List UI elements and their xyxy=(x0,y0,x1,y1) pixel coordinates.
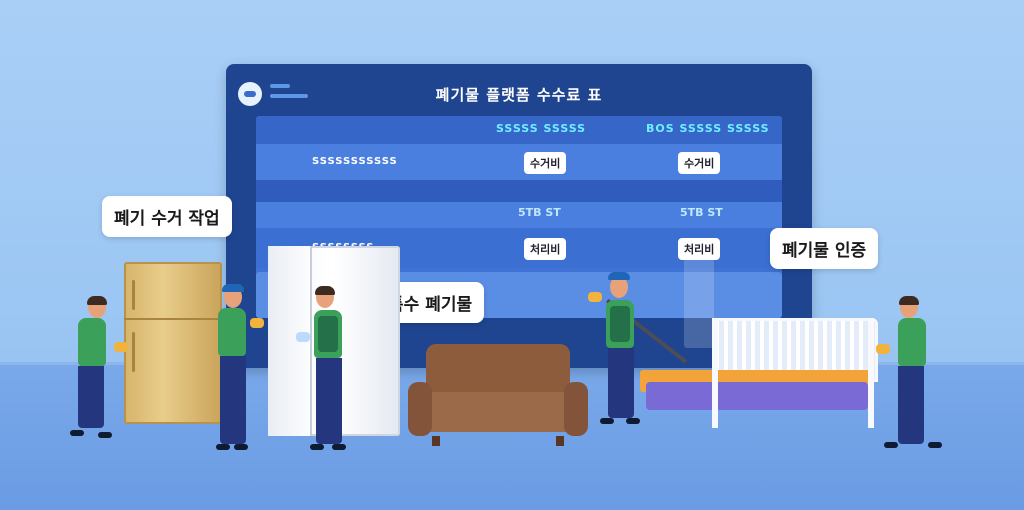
bed-frame xyxy=(640,318,878,428)
glass-panel xyxy=(684,258,714,348)
speech-bubble-certification: 폐기물 인증 xyxy=(770,228,879,269)
speech-bubble-collection: 폐기 수거 작업 xyxy=(102,196,232,237)
fee-chip[interactable]: 처리비 xyxy=(524,238,567,260)
table-header-cell: BOS SSSSS SSSSS xyxy=(646,122,770,135)
fee-value: 5TB ST xyxy=(518,206,561,219)
row-label: SSSSSSSSSSS xyxy=(312,156,398,167)
table-row xyxy=(256,180,782,202)
fee-value: 5TB ST xyxy=(680,206,723,219)
gold-refrigerator xyxy=(124,262,222,424)
app-logo-icon xyxy=(238,82,262,106)
fee-chip[interactable]: 수거비 xyxy=(524,152,567,174)
table-row[interactable]: SSSSSSSSSSS 수거비 수거비 xyxy=(256,144,782,180)
white-refrigerator xyxy=(268,246,400,436)
brown-sofa xyxy=(408,344,588,448)
fee-chip[interactable]: 수거비 xyxy=(678,152,721,174)
table-row[interactable]: 5TB ST 5TB ST xyxy=(256,202,782,228)
table-header-cell: SSSSS SSSSS xyxy=(496,122,587,135)
fee-chip[interactable]: 처리비 xyxy=(678,238,721,260)
menu-icon[interactable] xyxy=(270,84,308,104)
window-title: 폐기물 플랫폼 수수료 표 xyxy=(435,86,603,104)
table-header-row: SSSSS SSSSS BOS SSSSS SSSSS xyxy=(256,116,782,144)
speech-bubble-special-waste: 특수 폐기물 xyxy=(376,282,485,323)
